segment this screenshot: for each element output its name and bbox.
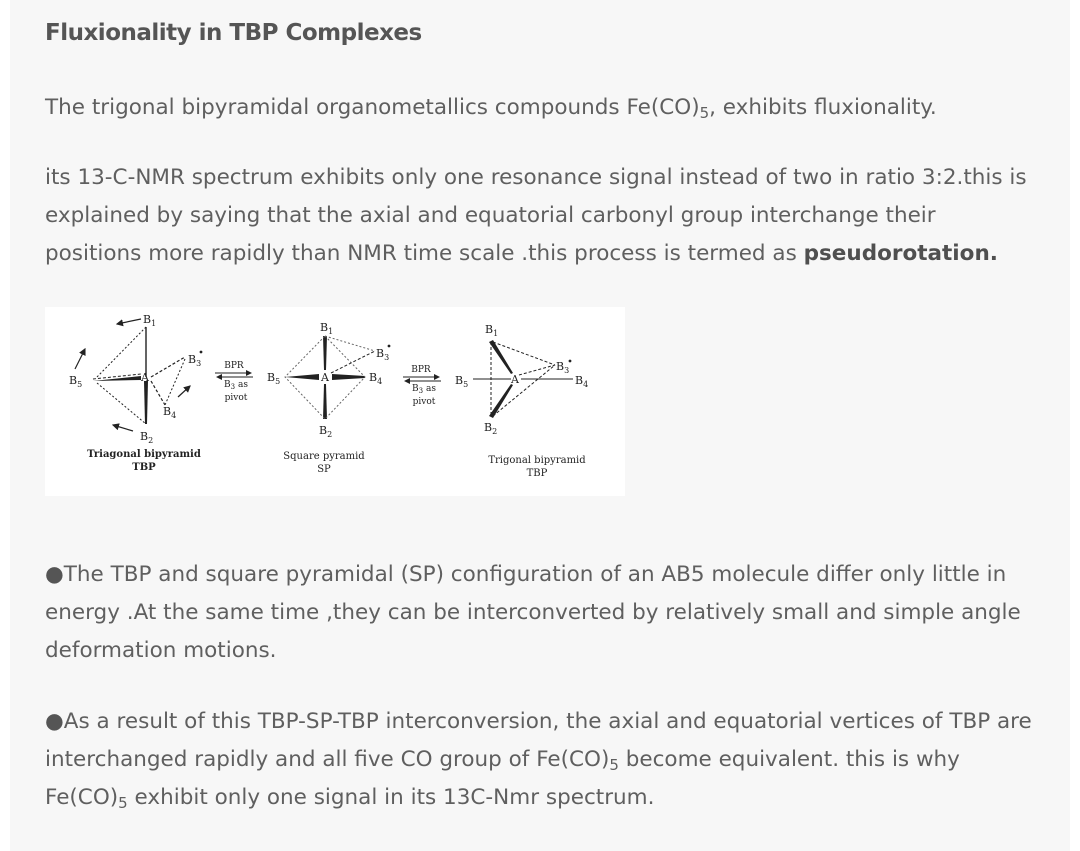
svg-text:B2: B2 [140,430,153,445]
svg-text:B3: B3 [556,360,569,375]
svg-text:B5: B5 [69,374,82,389]
svg-text:BPR: BPR [224,361,244,371]
sp-structure-middle: B1 B3 B5 A B4 B2 Square pyramid SP [267,321,391,475]
term-pseudorotation: pseudorotation. [803,241,998,266]
tbp-structure-left: B1 B3 B5 A B4 B2 Triagonal bipyramid TBP [69,313,203,473]
svg-text:B3: B3 [188,353,201,368]
svg-text:BPR: BPR [411,365,431,375]
caption-middle-abbr: SP [317,464,331,475]
svg-text:B2: B2 [319,424,332,439]
bullet-paragraph-interconversion: ●As a result of this TBP-SP-TBP intercon… [45,709,1032,812]
svg-text:B4: B4 [575,374,588,389]
article-heading: Fluxionality in TBP Complexes [45,20,422,46]
svg-text:B3: B3 [376,347,389,362]
svg-text:A: A [510,373,520,386]
pseudorotation-diagram: B1 B3 B5 A B4 B2 Triagonal bipyramid TBP… [69,313,588,479]
svg-text:B1: B1 [143,313,156,328]
caption-middle-name: Square pyramid [283,451,365,462]
bullet-icon: ● [45,709,64,734]
paragraph-intro: The trigonal bipyramidal organometallics… [45,95,937,122]
caption-left-name: Triagonal bipyramid [87,449,201,460]
svg-text:pivot: pivot [225,393,248,403]
caption-left-abbr: TBP [132,462,156,473]
bullet-icon: ● [45,562,64,587]
bpr-arrow-2: BPR B3 as pivot [403,365,441,407]
svg-text:B1: B1 [320,321,333,336]
svg-text:B5: B5 [267,371,280,386]
caption-right-abbr: TBP [527,468,548,479]
caption-right-name: Trigonal bipyramid [488,455,586,466]
article-card: Fluxionality in TBP Complexes The trigon… [10,0,1070,851]
svg-text:pivot: pivot [413,397,436,407]
bullet-paragraph-energy: ●The TBP and square pyramidal (SP) confi… [45,562,1021,663]
paragraph-nmr: its 13-C-NMR spectrum exhibits only one … [45,165,1027,266]
tbp-structure-right: B1 B3 B5 A B4 B2 Trigonal bipyramid TBP [455,323,588,479]
svg-text:B3 as: B3 as [224,380,248,391]
svg-text:B2: B2 [484,421,497,436]
svg-text:B4: B4 [369,371,382,386]
pseudorotation-figure: B1 B3 B5 A B4 B2 Triagonal bipyramid TBP… [45,307,625,496]
svg-text:B4: B4 [163,405,176,420]
svg-text:B3 as: B3 as [412,384,436,395]
bpr-arrow-1: BPR B3 as pivot [215,361,253,403]
svg-text:A: A [140,371,150,384]
svg-text:B1: B1 [485,323,498,338]
svg-text:B5: B5 [455,374,468,389]
svg-text:A: A [320,371,330,384]
